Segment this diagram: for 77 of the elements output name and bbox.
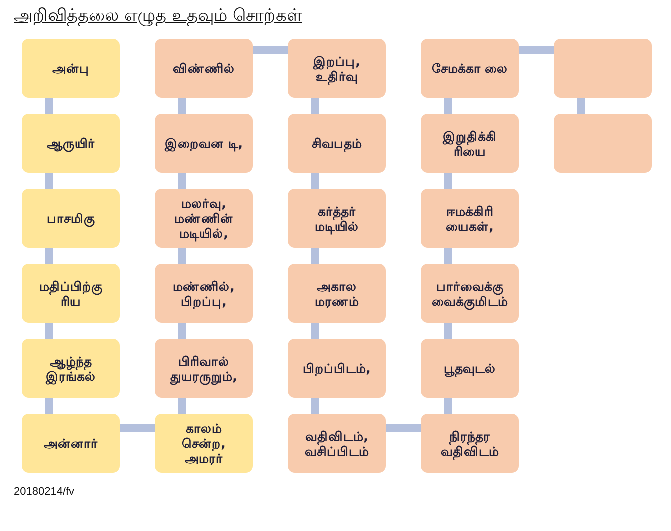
connector-bar	[519, 46, 554, 54]
word-box	[288, 264, 386, 323]
connector-bar	[253, 46, 288, 54]
connector-bar	[444, 98, 452, 114]
connector-bar	[311, 398, 320, 414]
word-box	[155, 39, 253, 98]
connector-bar	[45, 248, 54, 264]
word-text: மதிப்பிற்கு ரிய	[38, 278, 104, 308]
word-text: அன்பு	[52, 61, 90, 76]
connector-bar	[444, 248, 452, 264]
word-box	[421, 189, 519, 248]
connector-bar	[386, 424, 421, 432]
word-text: இறப்பு, உதிர்வு	[312, 54, 362, 84]
connector-bar	[120, 424, 155, 432]
word-box	[22, 339, 120, 398]
connector-bar	[178, 398, 186, 414]
connector-bar	[311, 323, 320, 339]
word-box	[288, 189, 386, 248]
word-box	[421, 414, 519, 473]
date-note: 20180214/fv	[14, 486, 75, 498]
word-box	[421, 39, 519, 98]
word-text: மண்ணில், பிறப்பு,	[172, 278, 236, 308]
word-text: ஆழ்ந்த இரங்கல்	[44, 354, 97, 384]
word-box	[22, 39, 120, 98]
word-box	[421, 114, 519, 173]
connector-bar	[178, 323, 186, 339]
connector-bar	[45, 398, 54, 414]
connector-bar	[178, 98, 186, 114]
word-box	[22, 114, 120, 173]
word-box	[288, 414, 386, 473]
word-text: ஆருயிர்	[47, 136, 95, 151]
word-text: வதிவிடம், வசிப்பிடம்	[304, 428, 370, 458]
word-text: நிரந்தர வதிவிடம்	[440, 428, 500, 458]
word-text: பாசமிகு	[47, 211, 95, 226]
word-box	[22, 264, 120, 323]
word-text: இறைவன டி,	[164, 136, 244, 151]
word-box	[155, 189, 253, 248]
connector-bar	[311, 248, 320, 264]
connector-bar	[444, 323, 452, 339]
word-text: சிவபதம்	[312, 136, 362, 151]
connector-bar	[45, 323, 54, 339]
word-text: அகால மரணம்	[314, 278, 360, 308]
word-box	[22, 414, 120, 473]
connector-bar	[45, 173, 54, 189]
word-text: பிரிவால் துயரருறும்,	[169, 354, 238, 384]
word-box	[155, 114, 253, 173]
word-box	[155, 414, 253, 473]
connector-bar	[311, 173, 320, 189]
connector-bar	[45, 98, 54, 114]
word-box	[421, 264, 519, 323]
connector-bar	[178, 173, 186, 189]
word-text: காலம் சென்ற, அமரர்	[181, 421, 227, 466]
word-box	[155, 339, 253, 398]
connector-bar	[444, 173, 452, 189]
word-text: பிறப்பிடம்,	[303, 361, 371, 376]
word-text: பூதவுடல்	[444, 361, 496, 376]
empty-box	[554, 114, 652, 173]
word-box	[288, 114, 386, 173]
word-text: சேமக்கா லை	[432, 61, 508, 76]
connector-bar	[178, 248, 186, 264]
connector-bar	[444, 398, 452, 414]
word-text: ஈமக்கிரி யைகள்,	[445, 204, 495, 234]
word-text: அன்னார்	[44, 436, 98, 451]
word-text: கர்த்தர் மடியில்	[314, 204, 360, 234]
word-box	[288, 339, 386, 398]
diagram-title: அறிவித்தலை எழுத உதவும் சொற்கள்	[14, 6, 302, 27]
word-text: இறுதிக்கி ரியை	[442, 128, 498, 158]
word-text: பார்வைக்கு வைக்குமிடம்	[431, 278, 509, 308]
empty-box	[554, 39, 652, 98]
word-box	[421, 339, 519, 398]
word-box	[155, 264, 253, 323]
word-box	[22, 189, 120, 248]
word-box	[288, 39, 386, 98]
word-text: விண்ணில்	[173, 61, 235, 76]
word-text: மலர்வு, மண்ணின் மடியில்,	[174, 196, 234, 241]
connector-bar	[577, 98, 586, 114]
connector-bar	[311, 98, 320, 114]
